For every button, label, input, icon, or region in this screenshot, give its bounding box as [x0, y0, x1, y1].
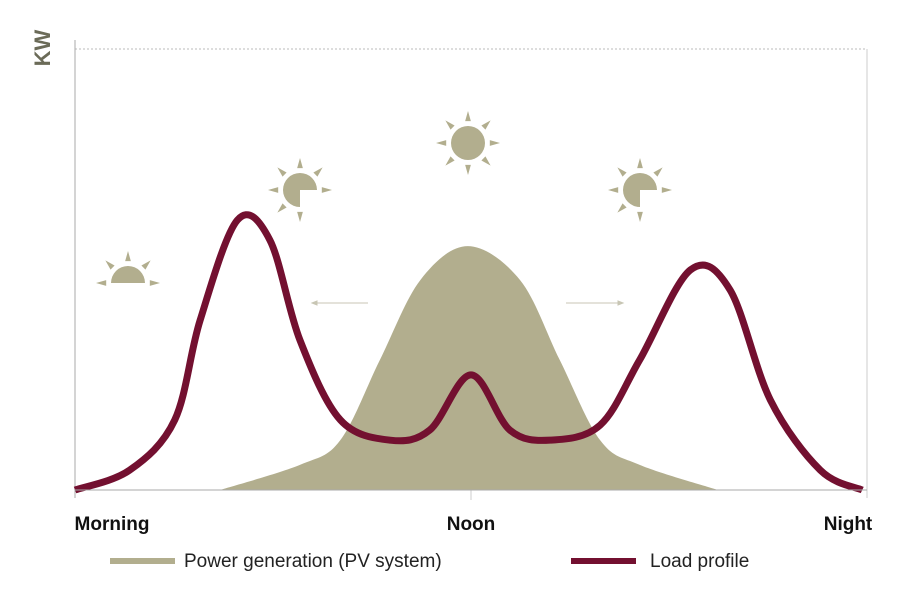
arrow-right-icon: [566, 300, 625, 306]
moon-icon: [794, 255, 829, 290]
pv-generation-area: [219, 246, 719, 490]
sun-partial-icon: [268, 158, 332, 222]
x-tick-label: Morning: [75, 514, 150, 535]
load-profile-line: [73, 211, 864, 494]
legend-label-pv: Power generation (PV system): [184, 551, 442, 572]
sun-partial-icon: [608, 158, 672, 222]
legend-label-load: Load profile: [650, 551, 749, 572]
x-tick-label: Noon: [447, 514, 496, 535]
y-axis-label: KW: [30, 29, 55, 66]
sun-icon: [436, 111, 500, 175]
sunrise-icon: [96, 251, 160, 286]
arrow-left-icon: [310, 300, 368, 306]
x-tick-label: Night: [824, 514, 873, 535]
